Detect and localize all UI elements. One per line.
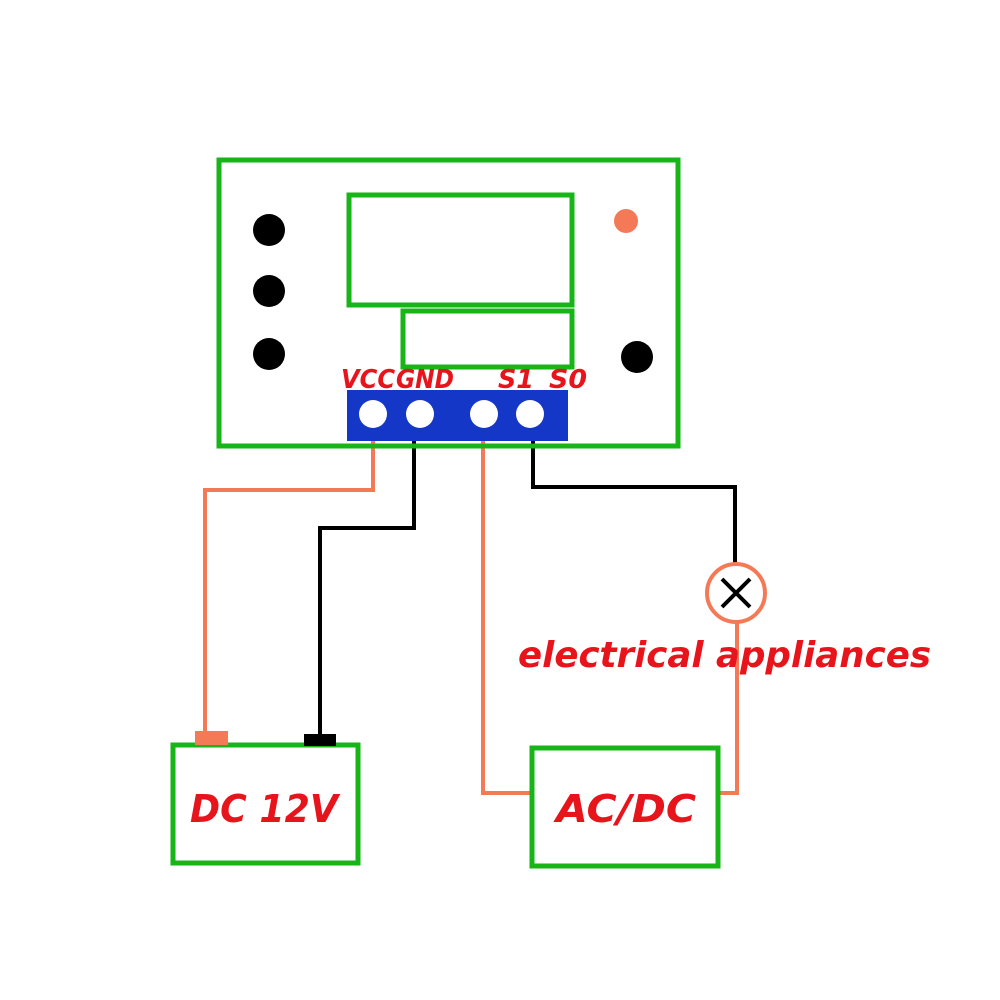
dc-supply: DC 12V xyxy=(170,731,361,866)
vcc-wire xyxy=(203,418,375,735)
lamp-icon xyxy=(705,562,767,624)
acdc-supply-label: AC/DC xyxy=(553,787,696,831)
mount-hole-left-bottom xyxy=(253,338,285,370)
acdc-supply: AC/DC xyxy=(529,745,721,869)
s1-wire xyxy=(481,418,532,795)
mount-hole-right xyxy=(621,341,653,373)
mount-hole-left-top xyxy=(253,214,285,246)
dc-positive-terminal xyxy=(195,731,228,745)
relay-component xyxy=(346,192,575,308)
s0-wire xyxy=(531,418,737,565)
gnd-wire xyxy=(318,418,416,737)
acdc-supply-box xyxy=(529,745,721,869)
terminal-s0 xyxy=(516,400,544,428)
mount-hole-left-middle xyxy=(253,275,285,307)
module-board xyxy=(216,157,681,449)
display-component xyxy=(400,308,575,370)
indicator-led xyxy=(614,209,638,233)
terminal-gnd xyxy=(406,400,434,428)
appliance-return-wire xyxy=(718,622,739,795)
appliance-label: electrical appliances xyxy=(518,635,931,676)
terminal-label-vcc: VCC xyxy=(341,365,395,395)
terminal-s1 xyxy=(470,400,498,428)
terminal-vcc xyxy=(359,400,387,428)
terminal-label-s0: S0 xyxy=(549,365,587,395)
relay-module: VCC GND S1 S0 xyxy=(216,157,681,449)
terminal-label-gnd: GND xyxy=(396,365,454,395)
dc-supply-box xyxy=(170,742,361,866)
dc-supply-label: DC 12V xyxy=(190,787,340,831)
dc-negative-terminal xyxy=(304,734,336,746)
wires xyxy=(203,418,739,795)
lamp-cross-b xyxy=(720,577,752,609)
terminal-label-s1: S1 xyxy=(498,365,534,395)
